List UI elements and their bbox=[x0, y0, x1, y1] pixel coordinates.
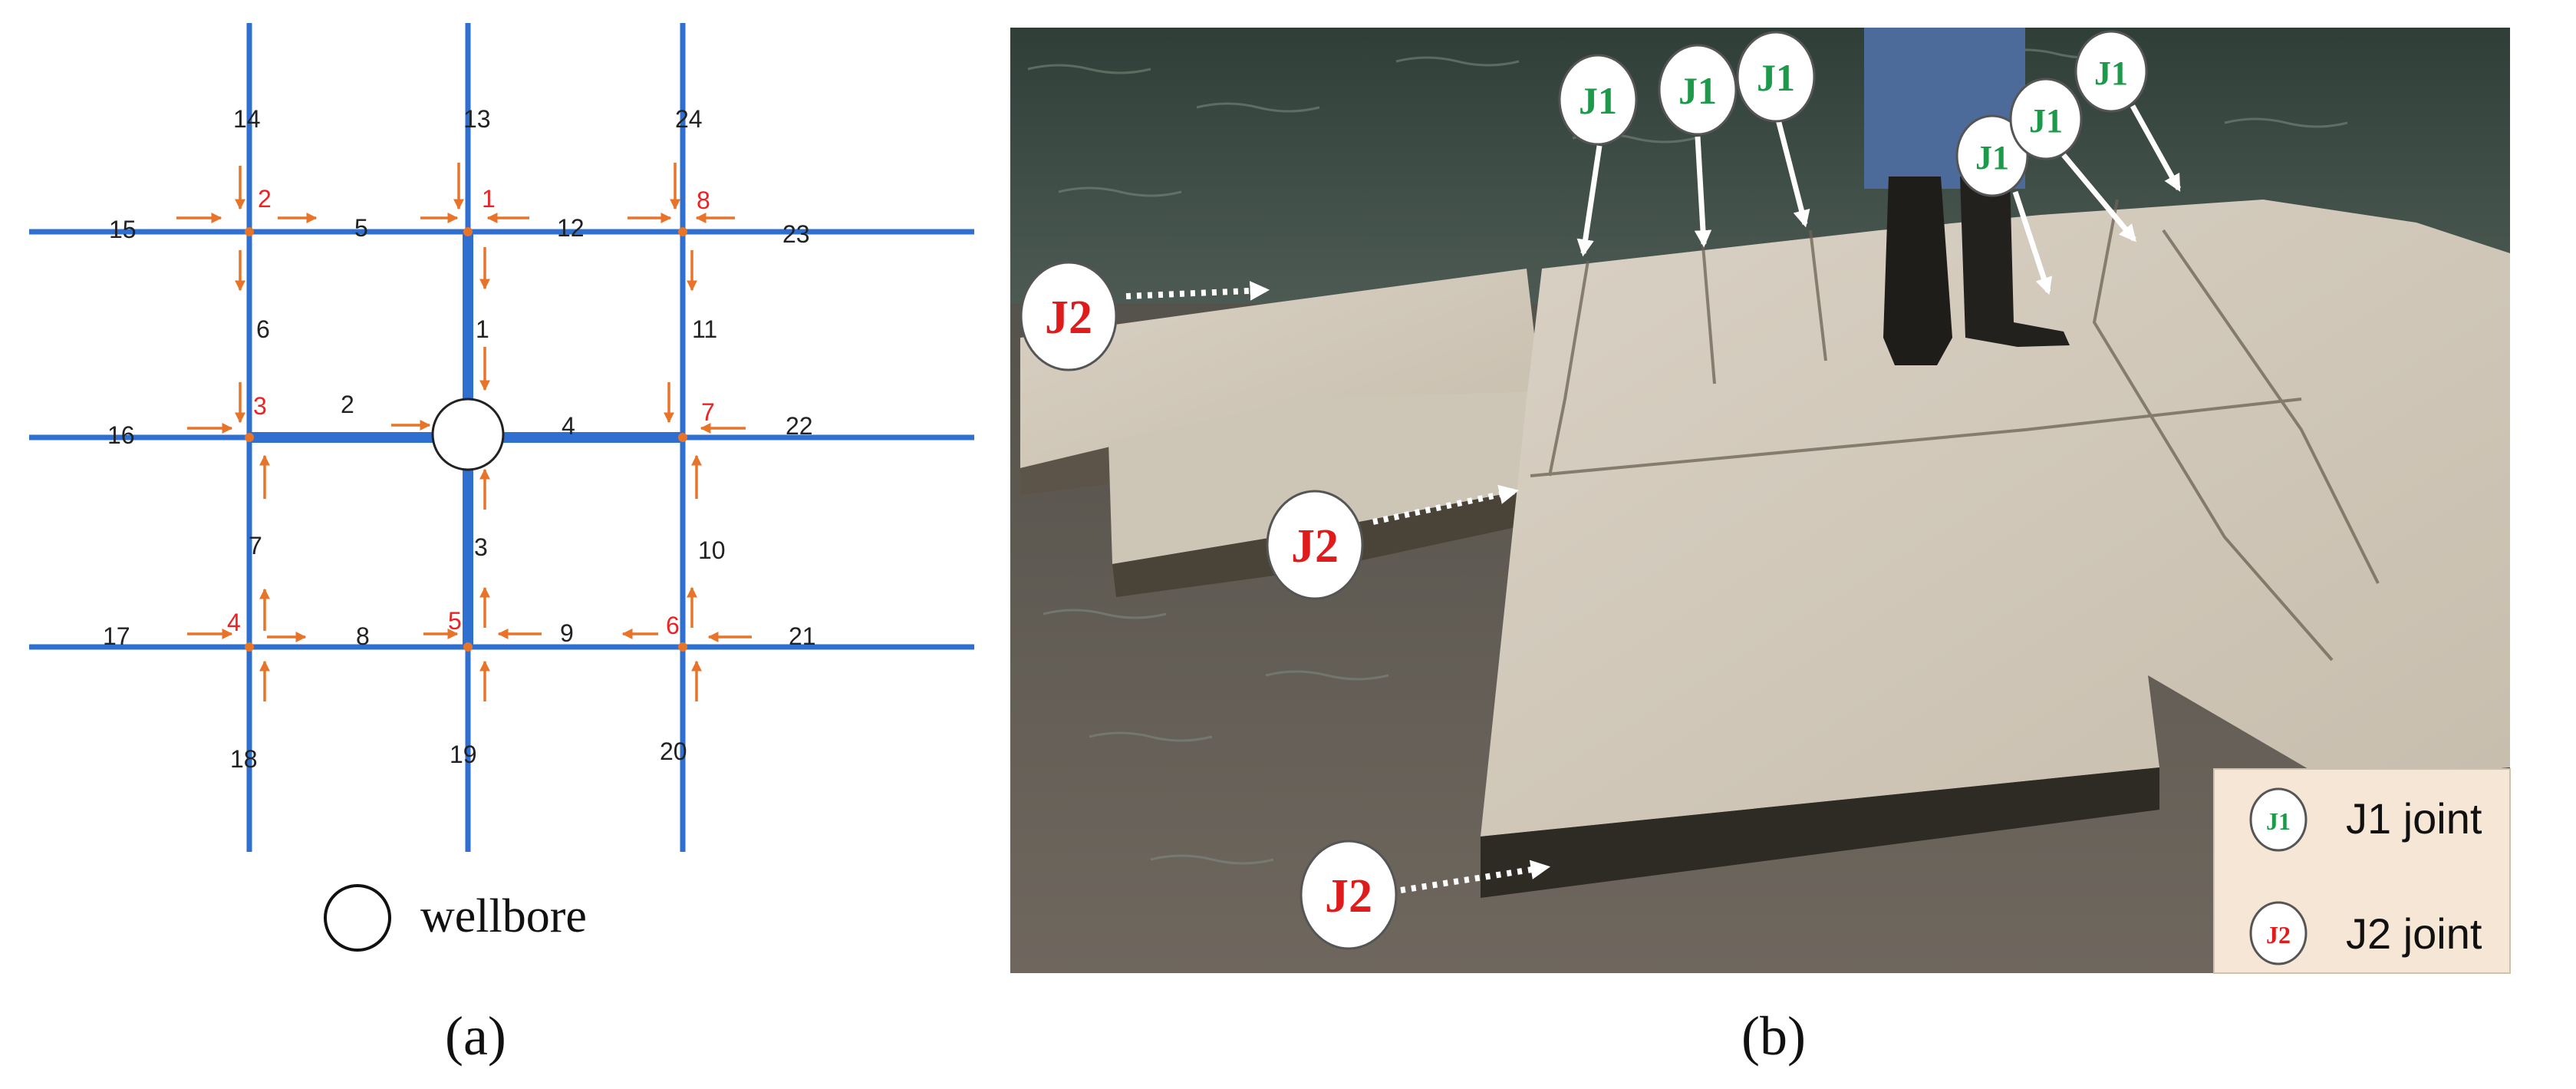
svg-text:J1: J1 bbox=[1975, 139, 2009, 177]
j1-arrow bbox=[2130, 104, 2182, 192]
svg-text:J2: J2 bbox=[1325, 870, 1372, 922]
panel-a-caption: (a) bbox=[445, 1005, 506, 1067]
edge-label: 13 bbox=[463, 105, 491, 133]
edge-label: 7 bbox=[249, 532, 262, 559]
node-dot bbox=[245, 227, 254, 236]
j2-arrows bbox=[1125, 281, 1551, 893]
legend-item-j2: J2 J2 joint bbox=[2249, 901, 2482, 965]
j1-markers: J1 J1 J1 J1 J1 J1 bbox=[1558, 30, 2148, 197]
edge-label: 21 bbox=[789, 622, 816, 650]
cracks bbox=[1530, 199, 2380, 662]
node-label: 4 bbox=[227, 609, 241, 636]
j1-arrow bbox=[1775, 119, 1810, 228]
panel-b-caption: (b) bbox=[1741, 1005, 1806, 1067]
j2-marker: J2 bbox=[1266, 490, 1364, 600]
j1-arrows bbox=[1576, 104, 2182, 295]
j2-marker: J2 bbox=[1300, 840, 1398, 950]
edge-label: 1 bbox=[476, 315, 489, 343]
edge-label: 18 bbox=[230, 745, 258, 773]
edge-label: 4 bbox=[562, 412, 575, 440]
panel-a: 1 2 3 4 5 6 7 8 9 10 11 12 13 14 15 16 1… bbox=[29, 23, 974, 1067]
edge-label: 8 bbox=[356, 622, 370, 650]
node-label: 1 bbox=[482, 185, 496, 213]
svg-text:J1: J1 bbox=[1678, 69, 1717, 112]
edge-label: 20 bbox=[660, 738, 687, 765]
edge-label: 16 bbox=[107, 421, 135, 449]
j1-marker: J1 bbox=[2009, 78, 2083, 160]
node-dot bbox=[678, 642, 687, 652]
rock-slabs bbox=[1020, 199, 2510, 898]
left-slab bbox=[1020, 269, 1542, 468]
edge-label: 5 bbox=[354, 214, 368, 242]
node-dots bbox=[245, 227, 687, 652]
edge-label: 19 bbox=[450, 741, 477, 768]
j1-marker: J1 bbox=[1955, 114, 2029, 197]
node-label: 3 bbox=[253, 392, 267, 420]
edge-label: 10 bbox=[698, 536, 726, 564]
j1-marker: J1 bbox=[1736, 31, 1816, 123]
j1-marker: J1 bbox=[1658, 44, 1738, 136]
flow-arrows bbox=[176, 163, 752, 701]
edge-label: 9 bbox=[560, 619, 574, 647]
j1-arrow bbox=[2061, 153, 2136, 243]
j2-marker: J2 bbox=[1020, 261, 1118, 371]
legend-item-j1: J1 J1 joint bbox=[2249, 787, 2482, 852]
node-label: 2 bbox=[258, 185, 272, 213]
edge-label: 3 bbox=[474, 533, 488, 561]
node-dot bbox=[463, 227, 473, 236]
wellbore-legend-symbol bbox=[324, 884, 391, 952]
wellbore-legend-label: wellbore bbox=[420, 890, 587, 942]
edge-label: 23 bbox=[782, 220, 810, 248]
j2-arrow bbox=[1400, 860, 1551, 893]
edge-label: 14 bbox=[233, 105, 261, 133]
j2-arrow bbox=[1125, 281, 1270, 301]
svg-text:J2: J2 bbox=[1291, 520, 1339, 573]
svg-text:J1: J1 bbox=[1757, 56, 1795, 99]
edge-label: 12 bbox=[557, 214, 585, 242]
node-labels: 1 2 3 4 5 6 7 8 bbox=[227, 185, 715, 639]
j1-arrow bbox=[2012, 190, 2053, 295]
node-dot bbox=[463, 642, 473, 652]
edge-label: 15 bbox=[109, 216, 137, 243]
edge-label: 2 bbox=[341, 391, 354, 418]
main-fractures bbox=[249, 232, 683, 647]
panel-b: J1 J1 J1 J1 J1 J1 bbox=[1010, 28, 2511, 1067]
svg-text:J1: J1 bbox=[2029, 102, 2063, 140]
node-dot bbox=[245, 433, 254, 442]
node-label: 7 bbox=[701, 398, 715, 426]
mid-left-slab bbox=[1108, 391, 1534, 564]
edge-label: 17 bbox=[103, 622, 130, 650]
edge-label: 24 bbox=[675, 105, 703, 133]
j2-markers: J2 J2 J2 bbox=[1020, 261, 1398, 950]
wellbore-legend: wellbore bbox=[324, 884, 587, 952]
node-label: 6 bbox=[666, 612, 680, 639]
node-dot bbox=[678, 227, 687, 236]
node-dot bbox=[678, 433, 687, 442]
svg-text:J2: J2 bbox=[1045, 292, 1092, 344]
node-dot bbox=[245, 642, 254, 652]
j1-marker: J1 bbox=[1558, 54, 1638, 146]
legend-j2-label: J2 joint bbox=[2346, 909, 2482, 958]
right-boot bbox=[1960, 177, 2070, 347]
svg-text:J1: J1 bbox=[2266, 807, 2291, 835]
node-label: 8 bbox=[697, 186, 710, 214]
joint-legend: J1 J1 joint J2 J2 joint bbox=[2213, 768, 2511, 974]
j1-arrow bbox=[1694, 136, 1712, 248]
svg-text:J1: J1 bbox=[1579, 79, 1617, 122]
j1-marker: J1 bbox=[2074, 30, 2148, 113]
svg-text:J2: J2 bbox=[2266, 921, 2291, 949]
main-slab-face bbox=[1481, 767, 2159, 898]
legend-j1-label: J1 joint bbox=[2346, 794, 2482, 843]
edge-labels: 1 2 3 4 5 6 7 8 9 10 11 12 13 14 15 16 1… bbox=[103, 105, 816, 773]
edge-label: 6 bbox=[256, 315, 270, 343]
j2-arrow bbox=[1372, 484, 1520, 525]
j1-arrow bbox=[1576, 145, 1603, 257]
wellbore-circle bbox=[431, 398, 505, 471]
node-label: 5 bbox=[448, 607, 462, 635]
left-boot bbox=[1883, 177, 1952, 365]
edge-label: 11 bbox=[692, 315, 717, 343]
svg-text:J1: J1 bbox=[2094, 54, 2128, 92]
edge-label: 22 bbox=[786, 412, 813, 440]
